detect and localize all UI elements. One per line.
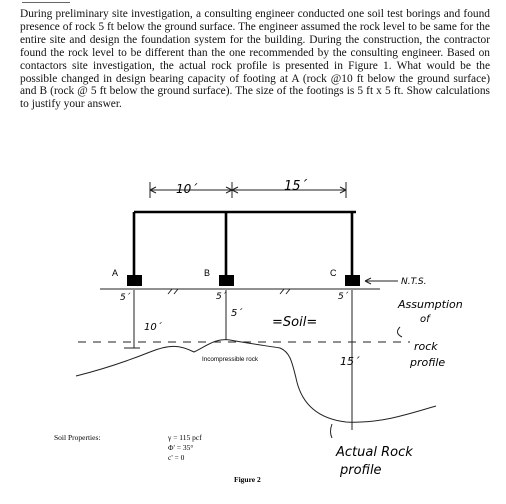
depth-b-label: 5´ — [231, 307, 243, 319]
depth-a-label: 10´ — [144, 321, 163, 333]
building-frame — [132, 210, 356, 275]
incompressible-rock-label: Incompressible rock — [202, 356, 259, 363]
column-c-label: C — [330, 268, 337, 278]
assumption-line1: Assumption — [397, 298, 463, 311]
footing-c — [345, 275, 360, 286]
column-b-label: B — [204, 268, 210, 278]
span-ab-label: 10´ — [176, 182, 198, 196]
soil-phi: Φ' = 35° — [168, 443, 193, 452]
dimension-line — [149, 182, 347, 198]
assumption-line4: profile — [409, 356, 445, 369]
footing-c-depth: 5´ — [338, 291, 349, 302]
soil-gamma: γ = 115 pcf — [167, 433, 202, 442]
soil-properties-heading: Soil Properties: — [54, 433, 100, 442]
ground-surface — [100, 288, 380, 295]
soil-cohesion: c' = 0 — [168, 453, 185, 462]
soil-label: =Soil= — [272, 315, 317, 330]
depth-lines — [124, 290, 353, 430]
actual-rock-profile — [75, 339, 437, 423]
nts-label: N.T.S. — [401, 277, 426, 287]
depth-c-label: 15´ — [340, 355, 360, 368]
actual-rock-line2: profile — [339, 463, 382, 478]
footing-b — [219, 275, 234, 286]
assumption-line3: rock — [414, 340, 438, 353]
top-rule — [22, 2, 70, 3]
footing-b-depth: 5´ — [216, 291, 227, 302]
column-a-label: A — [112, 268, 118, 278]
actual-rock-line1: Actual Rock — [335, 445, 413, 460]
footing-a-depth: 5´ — [120, 292, 131, 303]
figure-caption: Figure 2 — [234, 475, 261, 484]
span-bc-label: 15´ — [284, 179, 308, 194]
assumption-line2: of — [420, 314, 431, 325]
problem-statement: During preliminary site investigation, a… — [20, 8, 490, 111]
footing-a — [127, 275, 142, 286]
